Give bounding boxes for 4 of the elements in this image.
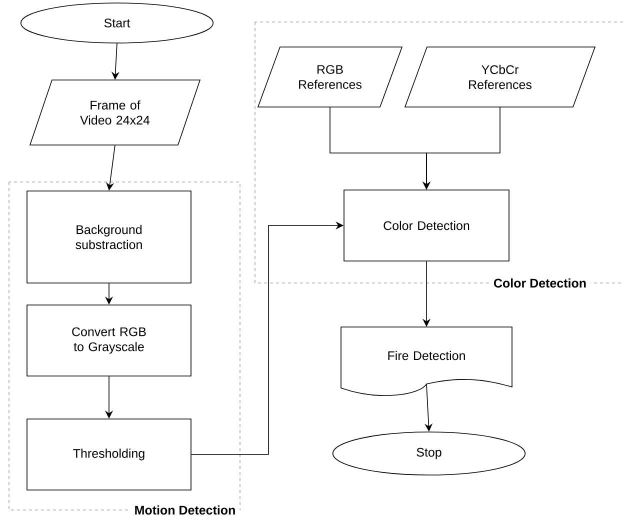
process-box: Color Detection — [344, 190, 510, 262]
process-box: Convert RGB to Grayscale — [26, 304, 192, 376]
process-box: Thresholding — [26, 418, 192, 490]
process-box: Background substraction — [26, 190, 192, 284]
